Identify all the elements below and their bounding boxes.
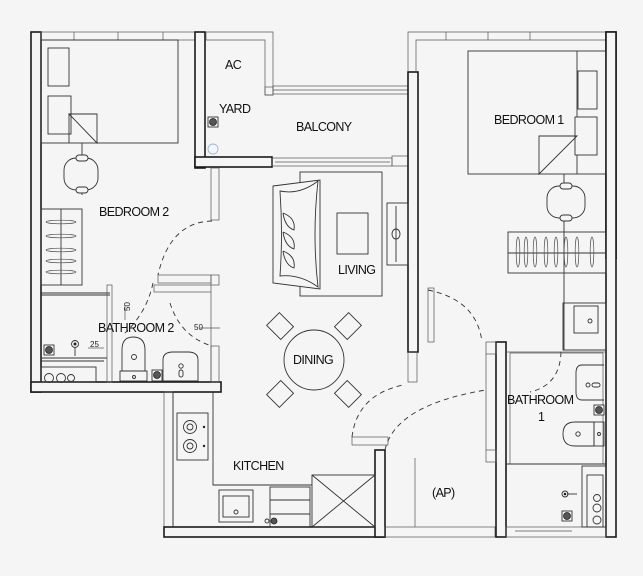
chair-icon: [546, 182, 586, 222]
living-furniture: [272, 171, 409, 297]
door-bedroom2: [157, 220, 213, 276]
stove-icon: [176, 412, 209, 461]
door-bathroom2: [124, 282, 154, 334]
bedroom1-furniture: [467, 50, 607, 351]
room-label-living: LIVING: [338, 263, 375, 277]
dimension-label: 50: [194, 323, 203, 332]
dimension-label: 25: [90, 340, 99, 349]
room-label-kitchen: KITCHEN: [233, 459, 284, 473]
bedroom2-furniture: [40, 39, 213, 286]
dining-set: [265, 311, 363, 409]
chair-icon: [63, 154, 99, 194]
door-main-entry: [351, 384, 404, 438]
kitchen-fixtures: [172, 392, 376, 528]
toilet-icon: [562, 421, 605, 447]
door-bedroom1: [427, 289, 483, 343]
door-bathroom2b: [169, 302, 210, 346]
vanity-icon: [562, 302, 607, 351]
toilet-icon: [119, 336, 148, 382]
bathroom2-fixtures: [40, 282, 220, 383]
basin-icon: [162, 351, 199, 382]
room-label-dining: DINING: [293, 353, 333, 367]
walls: [30, 31, 617, 538]
room-label-bathroom1-number: 1: [538, 410, 545, 424]
fridge-icon: [311, 474, 376, 528]
room-label-bedroom1: BEDROOM 1: [494, 113, 564, 127]
dimension-label: 50: [123, 302, 132, 311]
basin-icon: [575, 364, 604, 401]
door-bathroom1: [529, 351, 562, 393]
room-label-ap: (AP): [432, 486, 455, 500]
tv-icon: [386, 202, 409, 266]
room-label-yard: YARD: [219, 102, 251, 116]
room-label-ac: AC: [225, 58, 242, 72]
room-label-bathroom2: BATHROOM 2: [98, 321, 174, 335]
bathroom1-fixtures: [506, 352, 607, 528]
sofa-icon: [272, 179, 321, 290]
wardrobe-icon: [40, 208, 83, 286]
wardrobe-icon: [507, 231, 607, 274]
room-label-balcony: BALCONY: [296, 120, 353, 134]
sink-icon: [218, 489, 254, 523]
yard-fixtures: [207, 116, 219, 155]
door-ap: [384, 389, 487, 451]
room-label-bedroom2: BEDROOM 2: [99, 205, 169, 219]
room-label-bathroom1: BATHROOM: [507, 393, 574, 407]
